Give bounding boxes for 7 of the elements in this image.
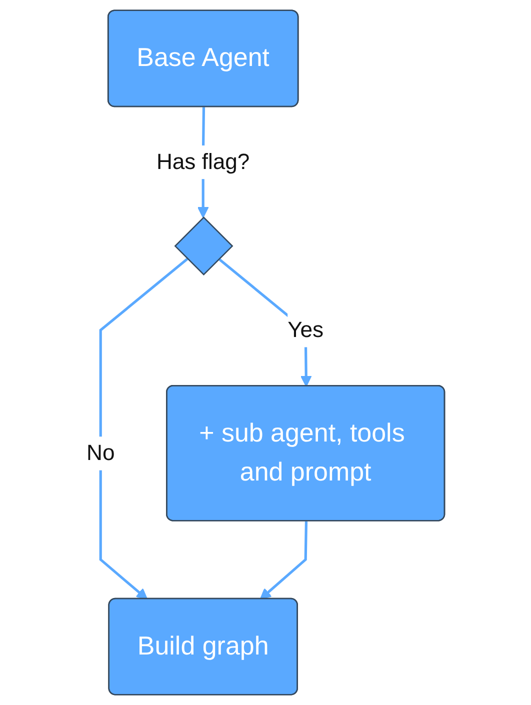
edge-label: Yes <box>288 314 324 347</box>
edge-label: No <box>86 436 115 470</box>
process-box: Base Agent <box>107 10 299 108</box>
decision-diamond <box>174 216 234 276</box>
process-box: Build graph <box>108 598 298 696</box>
edge-label: Has flag? <box>156 145 250 179</box>
process-box: + sub agent, tools and prompt <box>166 384 446 522</box>
